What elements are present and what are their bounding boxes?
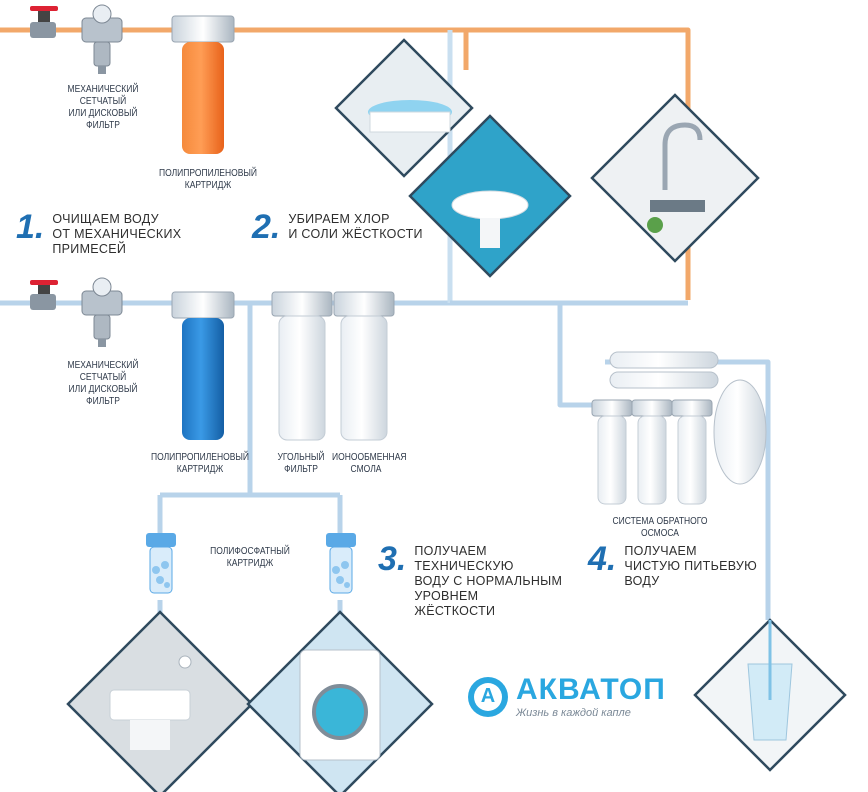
brand-slogan: Жизнь в каждой капле — [516, 707, 631, 719]
valve-top — [30, 6, 58, 38]
drinking-glass-scene — [693, 618, 847, 772]
carbon-filter — [271, 291, 333, 441]
polyphosphate-cartridge-right — [326, 533, 356, 594]
reverse-osmosis-system — [591, 351, 767, 505]
kitchen-faucet-scene — [590, 93, 760, 263]
label-reverse-osmosis: СИСТЕМА ОБРАТНОГО ОСМОСА — [612, 516, 708, 539]
polyphosphate-cartridge-left — [146, 533, 176, 594]
mechanical-filter-middle — [81, 277, 123, 347]
mechanical-filter-top — [81, 4, 123, 74]
valve-middle — [30, 280, 58, 310]
brand-logo: А АКВАТОП Жизнь в каждой капле — [468, 675, 666, 719]
step-number: 4. — [588, 540, 617, 578]
polypropylene-cartridge-orange — [171, 15, 235, 154]
toilet-scene — [66, 610, 254, 792]
bathtub-scene — [334, 38, 474, 178]
washbasin-scene — [408, 114, 572, 278]
brand-name: АКВАТОП — [516, 673, 666, 706]
step-number: 2. — [252, 208, 281, 246]
step-number: 1. — [16, 208, 45, 246]
ion-exchange-filter — [333, 291, 395, 441]
logo-icon: А — [468, 677, 508, 717]
polypropylene-cartridge-blue — [171, 291, 235, 440]
washing-machine-scene — [246, 610, 434, 792]
step-number: 3. — [378, 540, 407, 578]
